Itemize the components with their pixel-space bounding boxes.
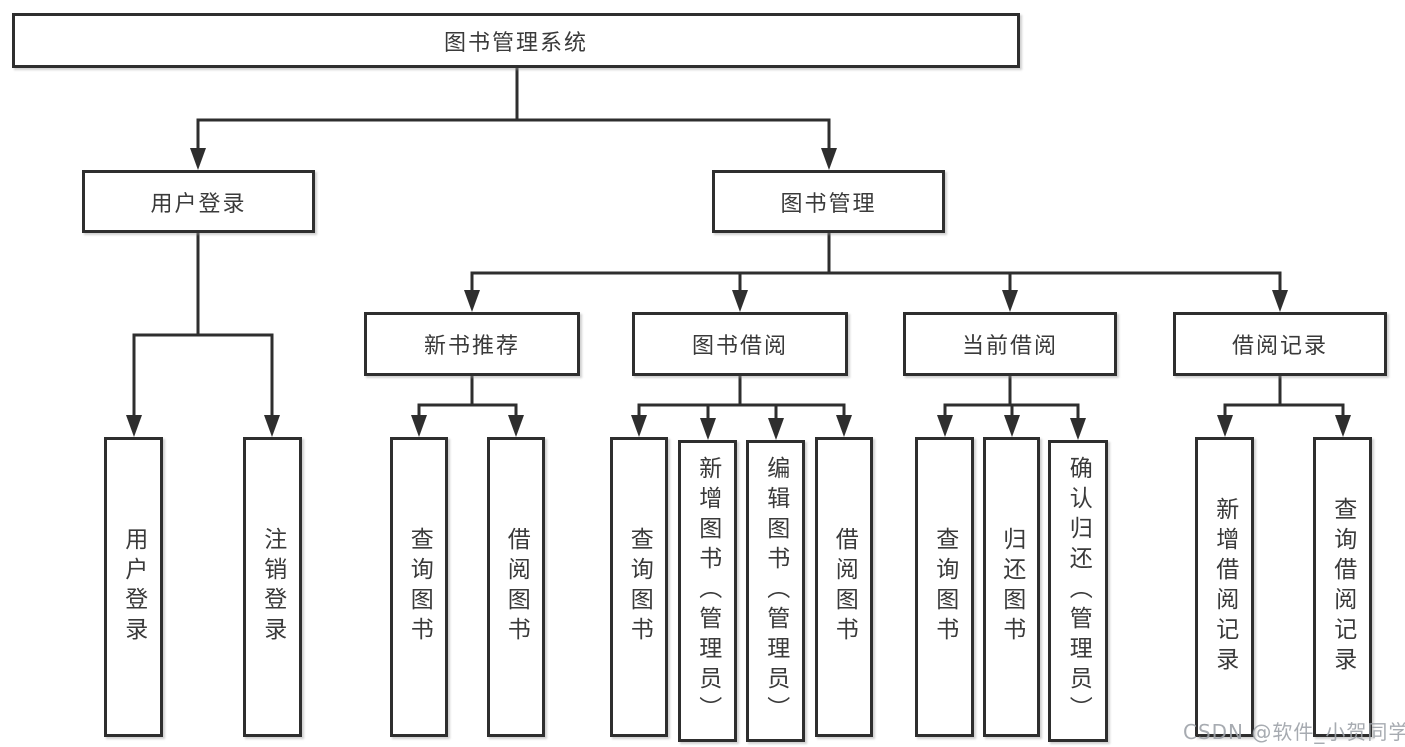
leaf-query-borrow-record: 查询借阅记录 <box>1313 437 1372 737</box>
leaf-label: 查询图书 <box>406 527 433 647</box>
leaf-edit-books-admin: 编辑图书（管理员） <box>746 440 805 742</box>
leaf-label: 注销登录 <box>259 527 286 647</box>
leaf-label: 查询借阅记录 <box>1329 497 1356 677</box>
leaf-label: 查询图书 <box>931 527 958 647</box>
leaf-label: 借阅图书 <box>831 527 858 647</box>
leaf-query-books: 查询图书 <box>915 437 974 737</box>
node-label: 新书推荐 <box>423 334 520 359</box>
leaf-label: 确认归还（管理员） <box>1065 456 1092 726</box>
leaf-add-books-admin: 新增图书（管理员） <box>678 440 737 742</box>
node-label: 借阅记录 <box>1231 334 1328 359</box>
leaf-label: 归还图书 <box>998 527 1025 647</box>
leaf-query-books: 查询图书 <box>610 437 668 737</box>
node-current-borrowing: 当前借阅 <box>903 312 1117 376</box>
leaf-label: 新增图书（管理员） <box>694 456 721 726</box>
node-user-login: 用户登录 <box>82 170 315 233</box>
node-label: 图书管理 <box>780 191 877 217</box>
leaf-label: 借阅图书 <box>503 527 530 647</box>
leaf-user-login: 用户登录 <box>104 437 163 737</box>
node-library-management-system: 图书管理系统 <box>12 13 1020 68</box>
leaf-logout: 注销登录 <box>243 437 302 737</box>
node-label: 用户登录 <box>150 191 247 217</box>
node-book-borrowing: 图书借阅 <box>632 312 848 376</box>
leaf-confirm-return-admin: 确认归还（管理员） <box>1048 440 1108 742</box>
node-new-book-recommendation: 新书推荐 <box>364 312 580 376</box>
leaf-borrow-books: 借阅图书 <box>815 437 873 737</box>
leaf-label: 用户登录 <box>120 527 147 647</box>
node-label: 当前借阅 <box>961 334 1058 359</box>
node-label: 图书管理系统 <box>443 30 588 56</box>
node-book-management: 图书管理 <box>712 170 945 233</box>
watermark: CSDN @软件_小贺同学 <box>1183 720 1405 744</box>
node-borrowing-records: 借阅记录 <box>1173 312 1387 376</box>
leaf-add-borrow-record: 新增借阅记录 <box>1195 437 1254 737</box>
leaf-query-books: 查询图书 <box>390 437 448 737</box>
leaf-label: 编辑图书（管理员） <box>762 456 789 726</box>
leaf-label: 查询图书 <box>626 527 653 647</box>
node-label: 图书借阅 <box>691 334 788 359</box>
leaf-borrow-books: 借阅图书 <box>487 437 545 737</box>
leaf-return-books: 归还图书 <box>983 437 1040 737</box>
leaf-label: 新增借阅记录 <box>1211 497 1238 677</box>
